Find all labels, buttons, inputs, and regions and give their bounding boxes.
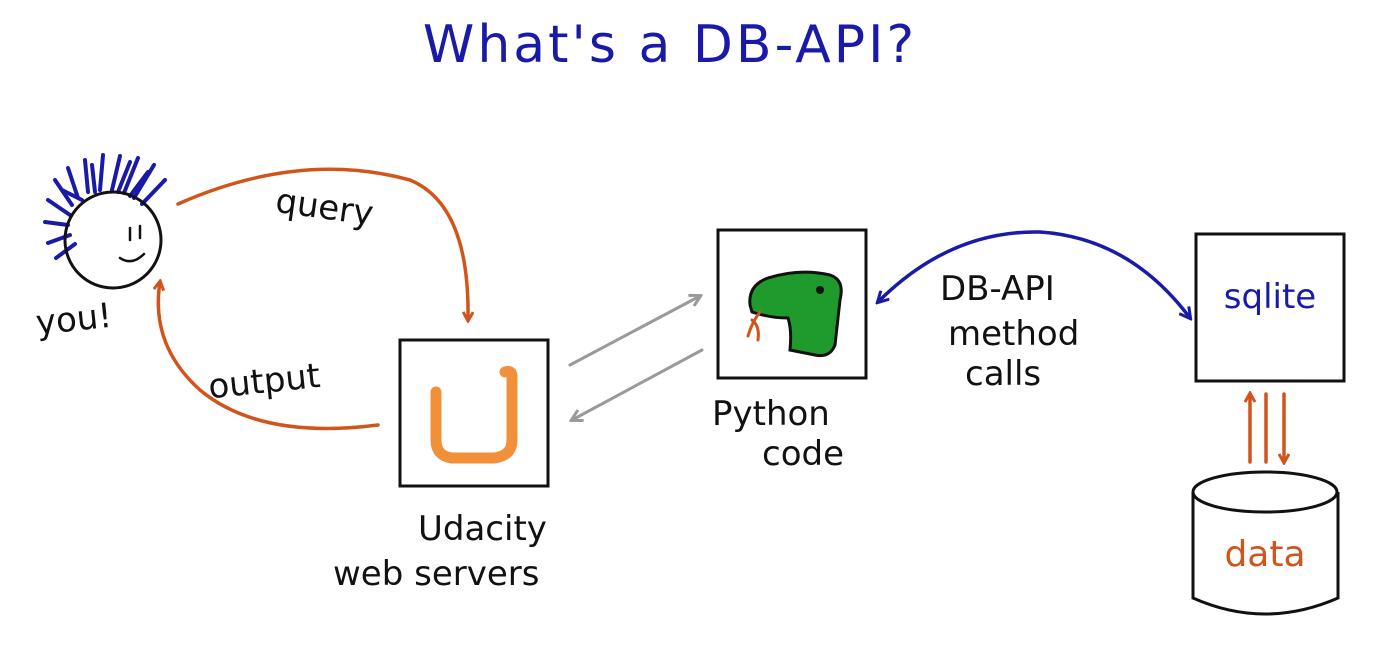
- udacity-label-line1: Udacity: [418, 509, 547, 549]
- you-label: you!: [34, 296, 114, 344]
- you-figure: you!: [34, 153, 167, 344]
- request-arrow: [568, 296, 700, 367]
- output-label: output: [206, 356, 322, 408]
- python-label-line2: code: [762, 434, 844, 474]
- sqlite-node: sqlite: [1194, 232, 1346, 383]
- udacity-server-node: Udacity web servers: [333, 338, 550, 594]
- sqlite-box: [1194, 232, 1346, 383]
- db-api-label-line3: calls: [965, 354, 1041, 394]
- udacity-logo-icon: [430, 366, 518, 464]
- output-arrow: [158, 282, 380, 431]
- udacity-box: [398, 338, 550, 488]
- python-snake-icon: [746, 270, 843, 357]
- data-label: data: [1224, 534, 1305, 575]
- head-outline: [63, 190, 163, 290]
- query-label: query: [273, 181, 376, 234]
- face-icon: [118, 224, 146, 263]
- db-api-label-line1: DB-API: [940, 269, 1055, 309]
- db-api-arrow: [878, 230, 1190, 318]
- python-label-line1: Python: [712, 394, 830, 434]
- database-cylinder-icon: [1191, 470, 1340, 616]
- query-arrow: [176, 167, 468, 320]
- db-api-label-line2: method: [948, 314, 1079, 354]
- sqlite-label: sqlite: [1224, 277, 1316, 317]
- python-code-node: Python code: [712, 228, 868, 474]
- diagram-title: What's a DB-API?: [423, 15, 917, 75]
- sqlite-data-arrows: [1250, 394, 1284, 462]
- response-arrow: [572, 348, 704, 420]
- data-store-node: data: [1191, 470, 1340, 616]
- udacity-label-line2: web servers: [333, 554, 539, 594]
